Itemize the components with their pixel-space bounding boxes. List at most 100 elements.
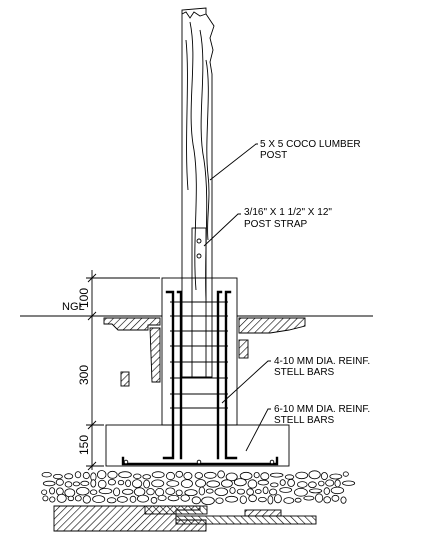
gravel-pebble [331, 494, 340, 502]
gravel-pebble [132, 479, 143, 489]
post-label-line2: POST [260, 150, 287, 161]
gravel-pebble [136, 494, 149, 503]
gravel-pebble [342, 471, 349, 477]
gravel-pebble [80, 480, 90, 486]
gravel-pebble [49, 496, 56, 503]
gravel-pebble [151, 479, 165, 488]
gravel-pebble [64, 481, 73, 488]
ground-line: NGL [20, 301, 373, 317]
gravel-pebble [184, 489, 198, 497]
dimension-300: 300 [77, 365, 91, 385]
gravel-pebble [204, 471, 217, 479]
gravel-pebble [92, 495, 106, 504]
gravel-pebble [293, 487, 308, 497]
gravel-pebble [117, 479, 125, 486]
gravel-pebble [225, 495, 239, 503]
bottom-bars-label-line1: 6-10 MM DIA. REINF. [274, 404, 370, 415]
gravel-pebble [294, 497, 302, 503]
gravel-pebble [233, 478, 247, 487]
gravel-pebble [155, 488, 165, 497]
post-label-line1: 5 X 5 COCO LUMBER [260, 139, 361, 150]
gravel-pebble [41, 489, 48, 495]
gravel-pebble [165, 487, 176, 495]
gravel-pebble [56, 493, 67, 503]
gravel-pebble [284, 474, 295, 480]
gravel-pebble [215, 497, 224, 504]
gravel-pebble [150, 496, 158, 504]
gravel-pebble [220, 479, 233, 488]
gravel-pebble [206, 480, 221, 488]
gravel-pebble [133, 473, 142, 479]
gravel-pebble [296, 481, 308, 488]
gravel-pebble [41, 472, 52, 478]
gravel-pebble [133, 487, 146, 497]
gravel-pebble [89, 489, 98, 495]
gravel-pebble [183, 471, 193, 480]
gravel-pebble [308, 488, 323, 494]
gravel-pebble [42, 480, 56, 487]
gravel-pebble [314, 493, 324, 503]
vertical-bars-label-line1: 4-10 MM DIA. REINF. [274, 356, 370, 367]
gravel-pebble [64, 488, 76, 498]
gravel-pebble [239, 471, 253, 480]
gravel-pebble [118, 471, 132, 479]
gravel-pebble [106, 497, 117, 504]
gravel-pebble [217, 470, 225, 479]
concrete-footing [105, 424, 290, 467]
gravel-pebble [268, 488, 278, 496]
gravel-pebble [166, 480, 180, 487]
gravel-pebble [49, 487, 56, 495]
bottom-reinforcement-bars [121, 456, 279, 466]
gravel-pebble [117, 496, 128, 503]
gravel-pebble [175, 489, 183, 496]
gravel-pebble [180, 494, 190, 502]
gravel-pebble [157, 494, 167, 501]
gravel-pebble [323, 496, 332, 504]
gravel-pebble [303, 495, 315, 501]
gravel-pebble [175, 470, 184, 478]
gravel-pebble [191, 496, 201, 505]
gravel-pebble [67, 495, 75, 502]
gravel-pebble [273, 494, 282, 504]
vertical-reinforcement-bars [162, 290, 238, 460]
gravel-bed [41, 470, 356, 505]
gravel-pebble [257, 496, 267, 503]
gravel-pebble [262, 486, 269, 495]
gravel-pebble [295, 471, 309, 480]
gravel-pebble [308, 481, 317, 489]
gravel-pebble [267, 495, 274, 505]
gravel-pebble [195, 479, 207, 488]
gravel-pebble [229, 487, 236, 494]
gravel-pebble [323, 487, 330, 495]
gravel-pebble [254, 489, 262, 494]
gravel-pebble [74, 471, 82, 479]
gravel-pebble [146, 488, 155, 496]
gravel-pebble [194, 472, 203, 479]
gravel-pebble [97, 479, 107, 489]
gravel-pebble [42, 495, 49, 502]
gravel-pebble [270, 472, 284, 478]
gravel-pebble [96, 470, 107, 480]
dimension-150: 150 [77, 435, 91, 455]
gravel-pebble [82, 495, 91, 504]
gravel-pebble [82, 471, 90, 480]
gravel-pebble [205, 488, 214, 494]
soil-hatch [103, 317, 306, 387]
gravel-pebble [214, 487, 229, 496]
gravel-pebble [247, 479, 258, 489]
gravel-pebble [279, 479, 286, 486]
gravel-pebble [72, 481, 81, 487]
gravel-pebble [283, 497, 295, 504]
gravel-pebble [329, 473, 343, 480]
gravel-pebble [308, 470, 321, 480]
dimension-chain: 100 300 150 [77, 270, 160, 471]
gravel-pebble [142, 474, 152, 480]
gravel-pebble [325, 479, 335, 487]
gravel-pebble [113, 487, 121, 497]
gravel-pebble [125, 479, 132, 487]
gravel-pebble [257, 479, 269, 486]
gravel-pebble [198, 486, 206, 496]
gravel-pebble [236, 488, 245, 495]
gravel-pebble [180, 479, 193, 489]
